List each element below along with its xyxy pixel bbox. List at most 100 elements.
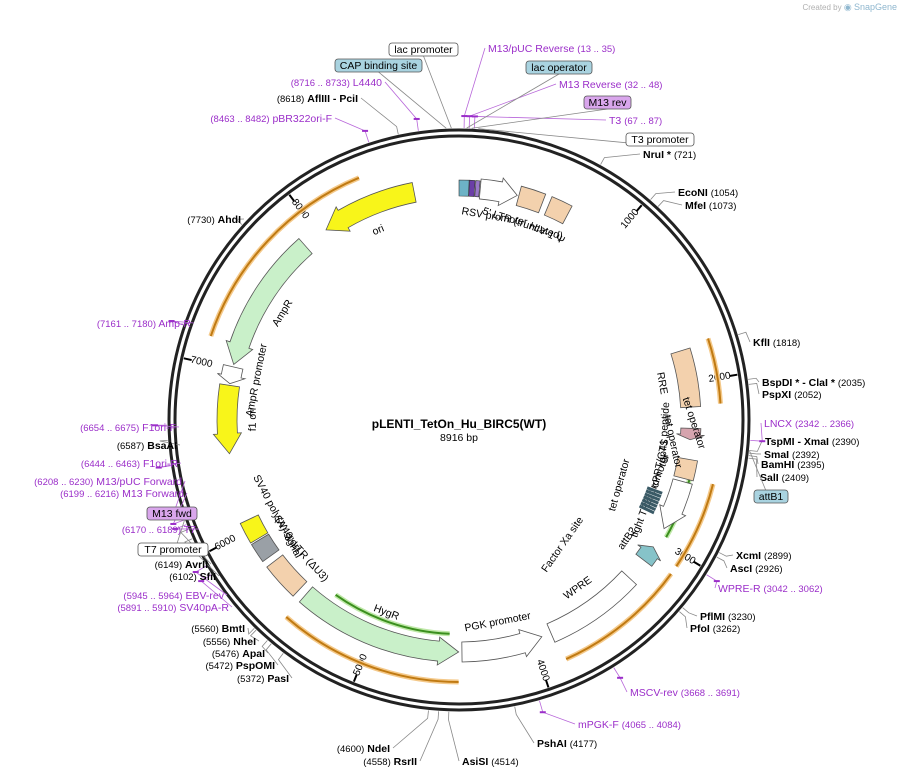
plasmid-name: pLENTI_TetOn_Hu_BIRC5(WT) [372,417,546,431]
primer-mpgk-f: mPGK-F (4065 .. 4084) [578,719,681,731]
enzyme-pos-rsrii: (4558) [363,757,390,768]
enzyme-pos-bamhi: (2395) [797,460,824,471]
enzyme-pos-sali: (2409) [782,473,809,484]
primer-name-sv40pa-r: SV40pA-R [179,602,229,614]
leader-afliii-pcii [360,97,399,135]
feature-5-ltr-truncated [515,185,547,214]
enzyme-name-afliii-pcii: AflIII - PciI [307,93,358,105]
leader-kfli [738,331,751,343]
tick-mark-7000 [183,357,192,362]
box-attb1 [753,489,789,504]
primer-ebv-rev: (5945 .. 5964) EBV-rev [123,590,224,602]
box-t7-promoter [137,542,209,557]
feature-ampr [225,237,313,366]
feature-attb2 [635,544,661,567]
backbone [167,128,751,712]
leader-xcmi [718,552,734,557]
enzyme-ahdi: (7730) AhdI [187,214,241,226]
leader-pspomi [265,643,279,666]
tick-label-6000: 6000 [213,533,238,553]
feature-ori [325,182,417,232]
enzyme-pos-ahdi: (7730) [187,215,214,226]
feature-pgk-promoter [461,629,543,663]
feature-arcs [208,175,723,685]
enzyme-name-asci: AscI [730,563,752,575]
primer-pos-ebv-rev: (5945 .. 5964) [123,591,182,602]
primer-name-amp-r: Amp-R [158,318,191,330]
primer-lncx: LNCX (2342 .. 2366) [764,418,854,430]
inner-label-tet-operator-0: tet operator [680,396,708,451]
enzyme-name-rsrii: RsrII [394,756,417,768]
enzyme-name-bamhi: BamHI [761,459,794,471]
enzyme-name-nhei: NheI [233,636,256,648]
enzyme-name-bmti: BmtI [222,623,245,635]
enzyme-pos-bspdi-clai: (2035) [838,378,865,389]
credit-brand: SnapGene [853,2,897,12]
box-leader-cap-binding-site [378,71,447,129]
enzyme-pos-tspmi-xmai: (2390) [832,437,859,448]
orf-green-line-1 [335,594,450,635]
leader-lncx [750,422,763,442]
enzyme-name-sali: SalI [760,472,779,484]
enzyme-pshai: PshAI (4177) [537,738,597,750]
primer-amp-r: (7161 .. 7180) Amp-R [97,318,192,330]
enzyme-pos-apai: (5476) [212,649,239,660]
inner-label-factor-xa-site-2: Factor Xa site [539,515,586,575]
enzyme-kfli: KflI (1818) [753,337,800,349]
feature-label-hiv-1: HIV-1 Ψ [527,220,567,247]
enzyme-name-pshai: PshAI [537,738,567,750]
primer-l4440: (8716 .. 8733) L4440 [291,77,382,89]
box-leader-lac-promoter [423,55,452,129]
enzyme-pos-kfli: (1818) [773,338,800,349]
enzyme-pfoi: PfoI (3262) [690,623,740,635]
orf-line-3 [285,616,459,683]
enzyme-pasi: (5372) PasI [237,673,289,685]
primer-m13-puc-reverse: M13/pUC Reverse (13 .. 35) [488,43,615,55]
enzyme-pos-pflmi: (3230) [728,612,755,623]
feature-label-ori: ori [371,222,386,238]
enzyme-tspmi-xmai: TspMI - XmaI (2390) [765,436,859,448]
box-label-m13-fwd: M13 fwd [152,508,192,520]
top-region-mark-2 [474,180,481,198]
enzyme-xcmi: XcmI (2899) [736,550,792,562]
enzyme-ndei: (4600) NdeI [337,743,390,755]
enzyme-name-econi: EcoNI [678,187,708,199]
enzyme-pos-sfii: (6102) [169,572,196,583]
tet-operator-mark-5 [640,501,657,512]
primer-pos-t7: (6170 .. 6189) [122,525,181,536]
leader-nrui [600,153,641,165]
enzyme-sali: SalI (2409) [760,472,809,484]
enzyme-pos-ndei: (4600) [337,744,364,755]
leader-mscv-rev [613,667,628,693]
orf-line-1 [675,483,714,567]
primer-m13-forward: (6199 .. 6216) M13 Forward [60,488,184,500]
primer-pos-wpre-r: (3042 .. 3062) [764,584,823,595]
box-lac-promoter [388,42,459,57]
enzyme-pos-nhei: (5556) [203,637,230,648]
enzyme-mfei: MfeI (1073) [685,200,736,212]
enzyme-rsrii: (4558) RsrII [363,756,417,768]
box-label-lac-promoter: lac promoter [394,44,453,56]
enzyme-name-tspmi-xmai: TspMI - XmaI [765,436,829,448]
feature-3-ltr-u3 [266,554,308,597]
tick-mark-4000 [544,679,550,688]
snapgene-credit: Created by ◉ SnapGene [802,2,897,13]
feature-wpre [546,570,638,643]
enzyme-pos-econi: (1054) [711,188,738,199]
feature-gp41-peptide [676,427,705,441]
leader-pflmi [682,607,698,617]
primer-name-t7: T7 [184,524,196,536]
box-leader-lac-operator [466,73,560,129]
box-cap-binding-site [334,58,423,73]
leader-apai [261,640,269,654]
tick-mark-3000 [693,560,701,567]
enzyme-name-apai: ApaI [242,648,265,660]
feature-ampr-promoter [217,364,247,385]
tet-operator-mark-4 [641,498,658,508]
enzyme-name-ahdi: AhdI [218,214,241,226]
feature-tight-tre-promoter [659,478,693,530]
enzyme-nhei: (5556) NheI [203,636,256,648]
enzyme-name-ndei: NdeI [367,743,390,755]
